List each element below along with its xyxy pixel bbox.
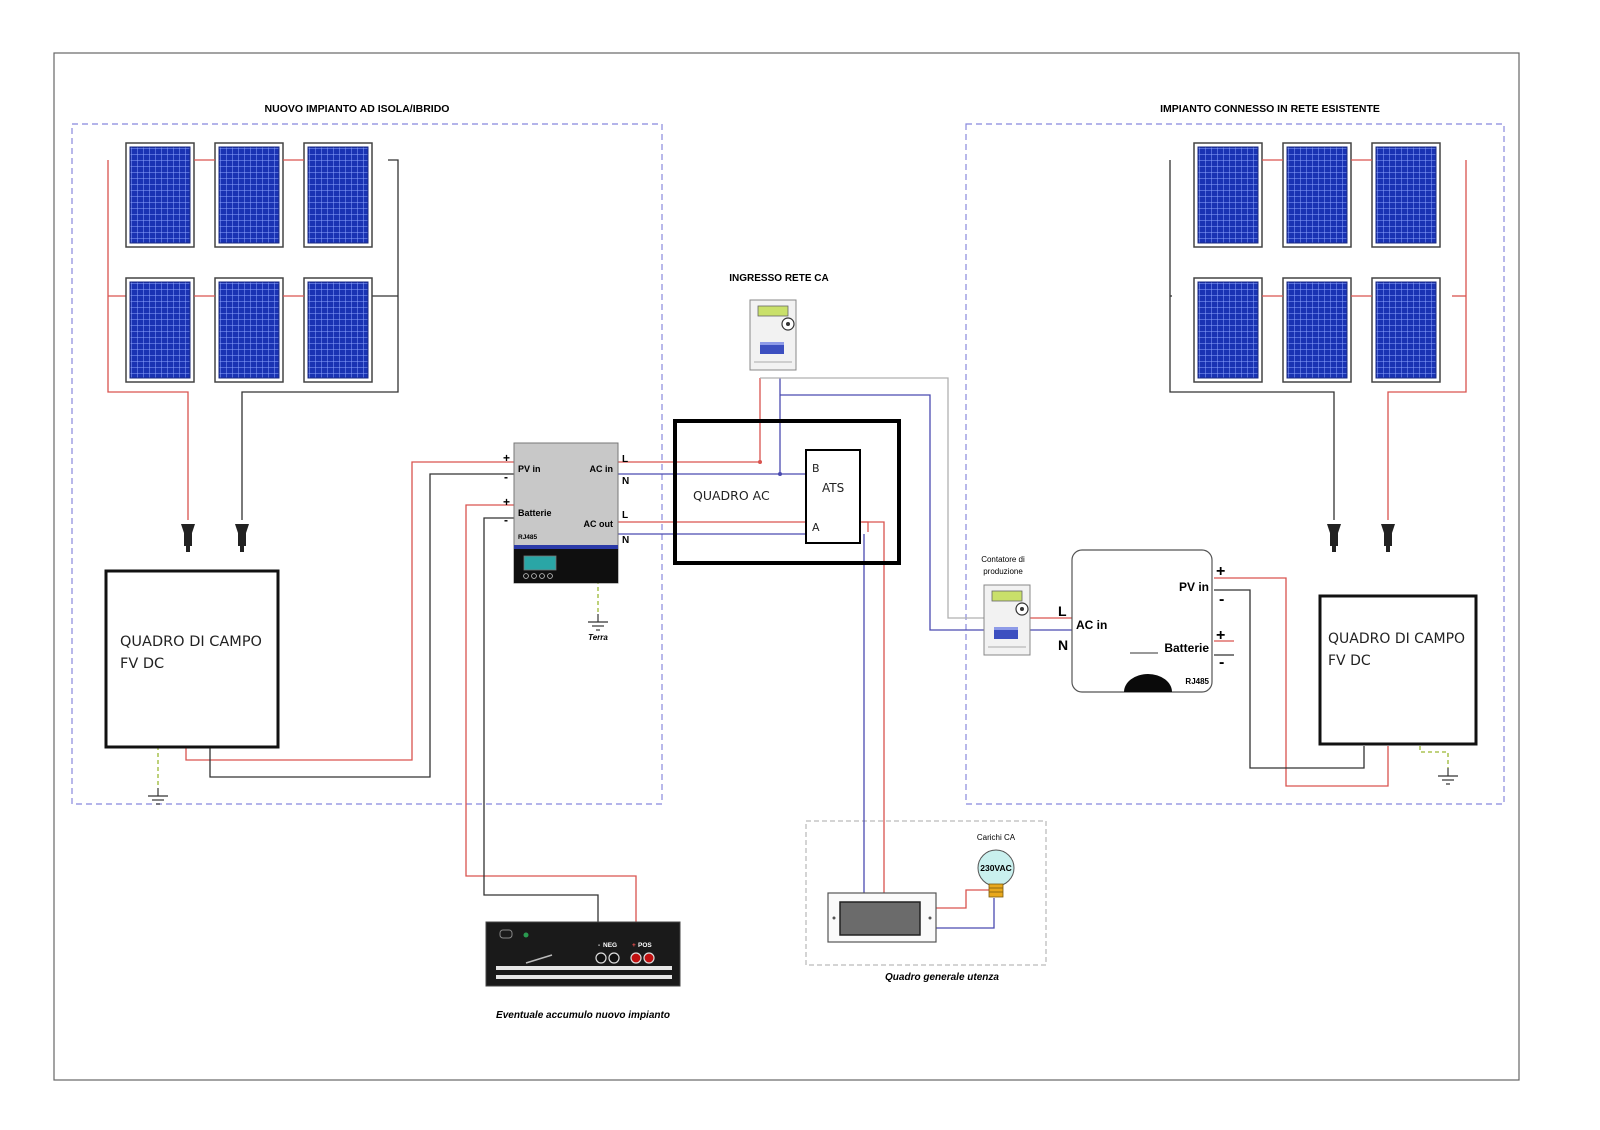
right-solar-array — [1193, 142, 1441, 383]
pv-plus-label: + — [503, 451, 510, 465]
hybrid-batterie-label: Batterie — [518, 508, 552, 518]
battery-pos-label: POS — [638, 942, 652, 949]
solar-panel-icon — [1282, 277, 1352, 383]
bat-plus-label: + — [503, 495, 510, 509]
solar-panel-icon — [1193, 142, 1263, 248]
right-combiner-line1: QUADRO DI CAMPO — [1328, 631, 1465, 647]
ac-out-n-label: N — [622, 535, 629, 546]
hybrid-inverter: PV in Batterie RJ485 AC in AC out + - + … — [503, 442, 629, 584]
solar-panel-icon — [214, 277, 284, 383]
earth-left-icon — [147, 787, 169, 805]
pv-minus-label: - — [504, 470, 508, 484]
grid-inv-ac-in-label: AC in — [1076, 618, 1107, 632]
solar-panel-icon — [303, 142, 373, 248]
ac-in-n-label: N — [622, 476, 629, 487]
grid-input-title: INGRESSO RETE CA — [729, 273, 828, 284]
left-section-title: NUOVO IMPIANTO AD ISOLA/IBRIDO — [265, 103, 450, 115]
distribution-panel — [827, 892, 937, 943]
ac-out-l-label: L — [622, 510, 628, 521]
svg-text:-: - — [598, 942, 600, 949]
earth-right-icon — [1437, 767, 1459, 785]
ats-a-label: A — [812, 521, 820, 534]
left-combiner-line1: QUADRO DI CAMPO — [120, 634, 262, 650]
mc4-connector-icon — [181, 524, 195, 552]
solar-panel-icon — [125, 142, 195, 248]
quadro-ac-label: QUADRO AC — [693, 488, 770, 503]
left-combiner-line2: FV DC — [120, 656, 164, 672]
solar-panel-icon — [125, 277, 195, 383]
loads-zone-border — [805, 820, 1047, 966]
earth-inverter-icon — [587, 613, 609, 631]
grid-inv-batterie-label: Batterie — [1164, 641, 1209, 655]
hybrid-ac-in-label: AC in — [590, 464, 614, 474]
battery-neg-label: NEG — [603, 942, 617, 949]
solar-panel-icon — [303, 277, 373, 383]
terra-label: Terra — [588, 633, 608, 642]
mc4-connector-icon — [1381, 524, 1395, 552]
right-section-title: IMPIANTO CONNESSO IN RETE ESISTENTE — [1160, 103, 1380, 115]
grid-inv-bat-minus: - — [1219, 654, 1224, 671]
light-bulb-icon — [977, 849, 1015, 898]
grid-inv-n-label: N — [1058, 637, 1068, 653]
mc4-connector-icon — [235, 524, 249, 552]
load-voltage-label: 230VAC — [980, 863, 1012, 873]
wires — [107, 159, 1467, 940]
solar-panel-icon — [1193, 277, 1263, 383]
loads-caption: Quadro generale utenza — [885, 972, 999, 983]
svg-text:+: + — [632, 942, 636, 949]
right-combiner-box: QUADRO DI CAMPO FV DC — [1318, 594, 1478, 746]
loads-title: Carichi CA — [977, 833, 1016, 842]
ats-b-label: B — [812, 462, 820, 475]
ac-in-l-label: L — [622, 454, 628, 465]
left-zone-border — [71, 123, 663, 805]
grid-inv-pv-plus: + — [1216, 563, 1225, 580]
solar-panel-icon — [1371, 142, 1441, 248]
left-solar-array — [125, 142, 373, 383]
hybrid-pv-in-label: PV in — [518, 464, 541, 474]
quadro-ac: QUADRO AC ATS B A — [673, 419, 901, 565]
battery-caption: Eventuale accumulo nuovo impianto — [496, 1010, 670, 1021]
outer-frame — [53, 52, 1520, 1081]
grid-tie-inverter: PV in AC in Batterie RJ485 L N + - + - — [1058, 549, 1234, 693]
ground-wires — [157, 580, 1449, 788]
grid-inv-bat-plus: + — [1216, 627, 1225, 644]
right-combiner-line2: FV DC — [1328, 653, 1371, 669]
grid-inv-pv-minus: - — [1219, 591, 1224, 608]
grid-inv-pv-in-label: PV in — [1179, 580, 1209, 594]
ats-label: ATS — [822, 481, 844, 495]
right-zone-border — [965, 123, 1505, 805]
grid-inv-l-label: L — [1058, 603, 1067, 619]
bat-minus-label: - — [504, 513, 508, 527]
hybrid-ac-out-label: AC out — [584, 519, 614, 529]
grid-inv-rj485-label: RJ485 — [1185, 677, 1209, 686]
solar-panel-icon — [214, 142, 284, 248]
solar-panel-icon — [1282, 142, 1352, 248]
mc4-connector-icon — [1327, 524, 1341, 552]
production-meter-icon — [983, 584, 1031, 656]
battery-unit: NEG POS - + — [485, 921, 681, 987]
solar-panel-icon — [1371, 277, 1441, 383]
contatore-line1: Contatore di — [981, 555, 1025, 564]
left-combiner-box: QUADRO DI CAMPO FV DC — [104, 569, 280, 749]
hybrid-rj485-label: RJ485 — [518, 534, 538, 541]
contatore-line2: produzione — [983, 567, 1023, 576]
grid-meter-icon — [749, 299, 797, 371]
